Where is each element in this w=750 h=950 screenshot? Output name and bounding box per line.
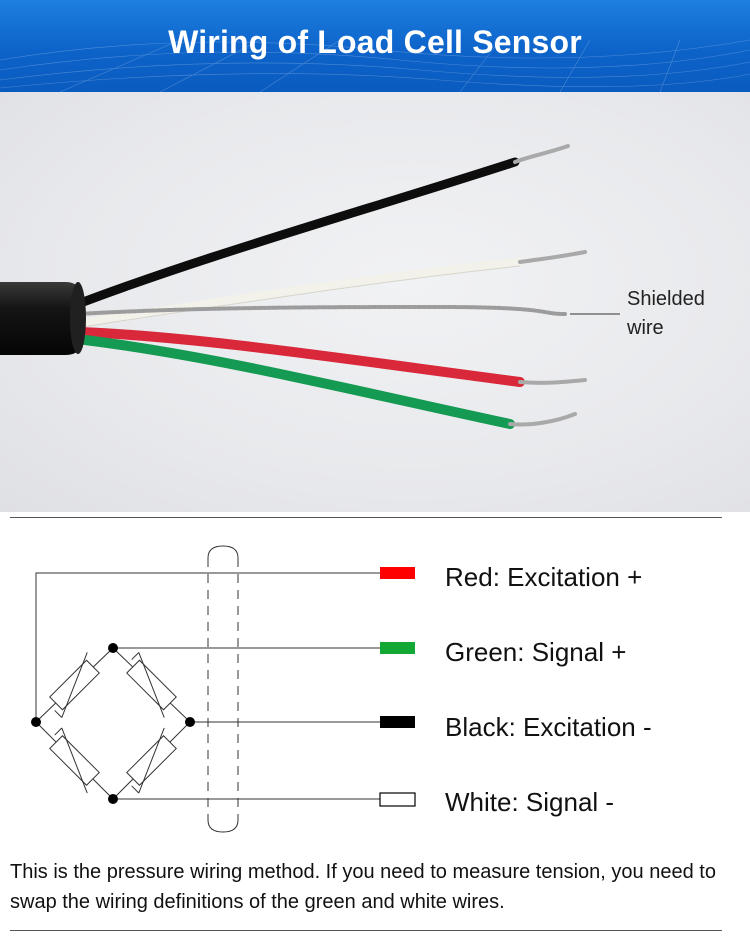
node-left — [31, 717, 41, 727]
black-swatch — [380, 716, 415, 728]
resistor-bottom-right — [126, 727, 177, 794]
white-wire — [70, 257, 525, 329]
red-wire-tip — [518, 378, 587, 385]
resistor-bottom-left — [49, 727, 100, 794]
divider-bottom — [10, 930, 722, 931]
bridge-diamond — [35, 647, 191, 800]
legend-black: Black: Excitation - — [445, 712, 652, 742]
red-wire — [75, 327, 525, 387]
legend-green: Green: Signal + — [445, 637, 627, 667]
title-banner: Wiring of Load Cell Sensor — [0, 0, 750, 92]
excitation-plus-line — [35, 572, 380, 722]
legend-white: White: Signal - — [445, 787, 615, 817]
resistor-top-left — [49, 652, 100, 718]
shielded-wire-label: Shielded wire — [627, 288, 705, 339]
black-wire — [65, 157, 520, 312]
bridge-diagram — [31, 545, 416, 833]
shielded-wire — [76, 304, 567, 316]
cable-shield-symbol — [207, 545, 239, 833]
white-swatch — [379, 792, 416, 807]
page-title: Wiring of Load Cell Sensor — [168, 24, 582, 60]
node-top — [108, 643, 118, 653]
white-wire-tip — [518, 250, 587, 264]
cable-illustration — [0, 144, 620, 429]
node-right — [185, 717, 195, 727]
node-bottom — [108, 794, 118, 804]
black-wire-tip — [513, 144, 570, 164]
green-wire-tip — [508, 412, 577, 427]
cable-jacket — [0, 282, 82, 355]
legend-red: Red: Excitation + — [445, 562, 643, 592]
divider-top — [10, 517, 722, 518]
wiring-note: This is the pressure wiring method. If y… — [10, 861, 716, 913]
green-wire — [80, 335, 515, 429]
banner-mesh-decoration — [0, 39, 750, 92]
resistor-top-right — [126, 652, 177, 718]
red-swatch — [380, 567, 415, 579]
cable-photo: Shielded wire — [0, 92, 750, 512]
green-swatch — [380, 642, 415, 654]
